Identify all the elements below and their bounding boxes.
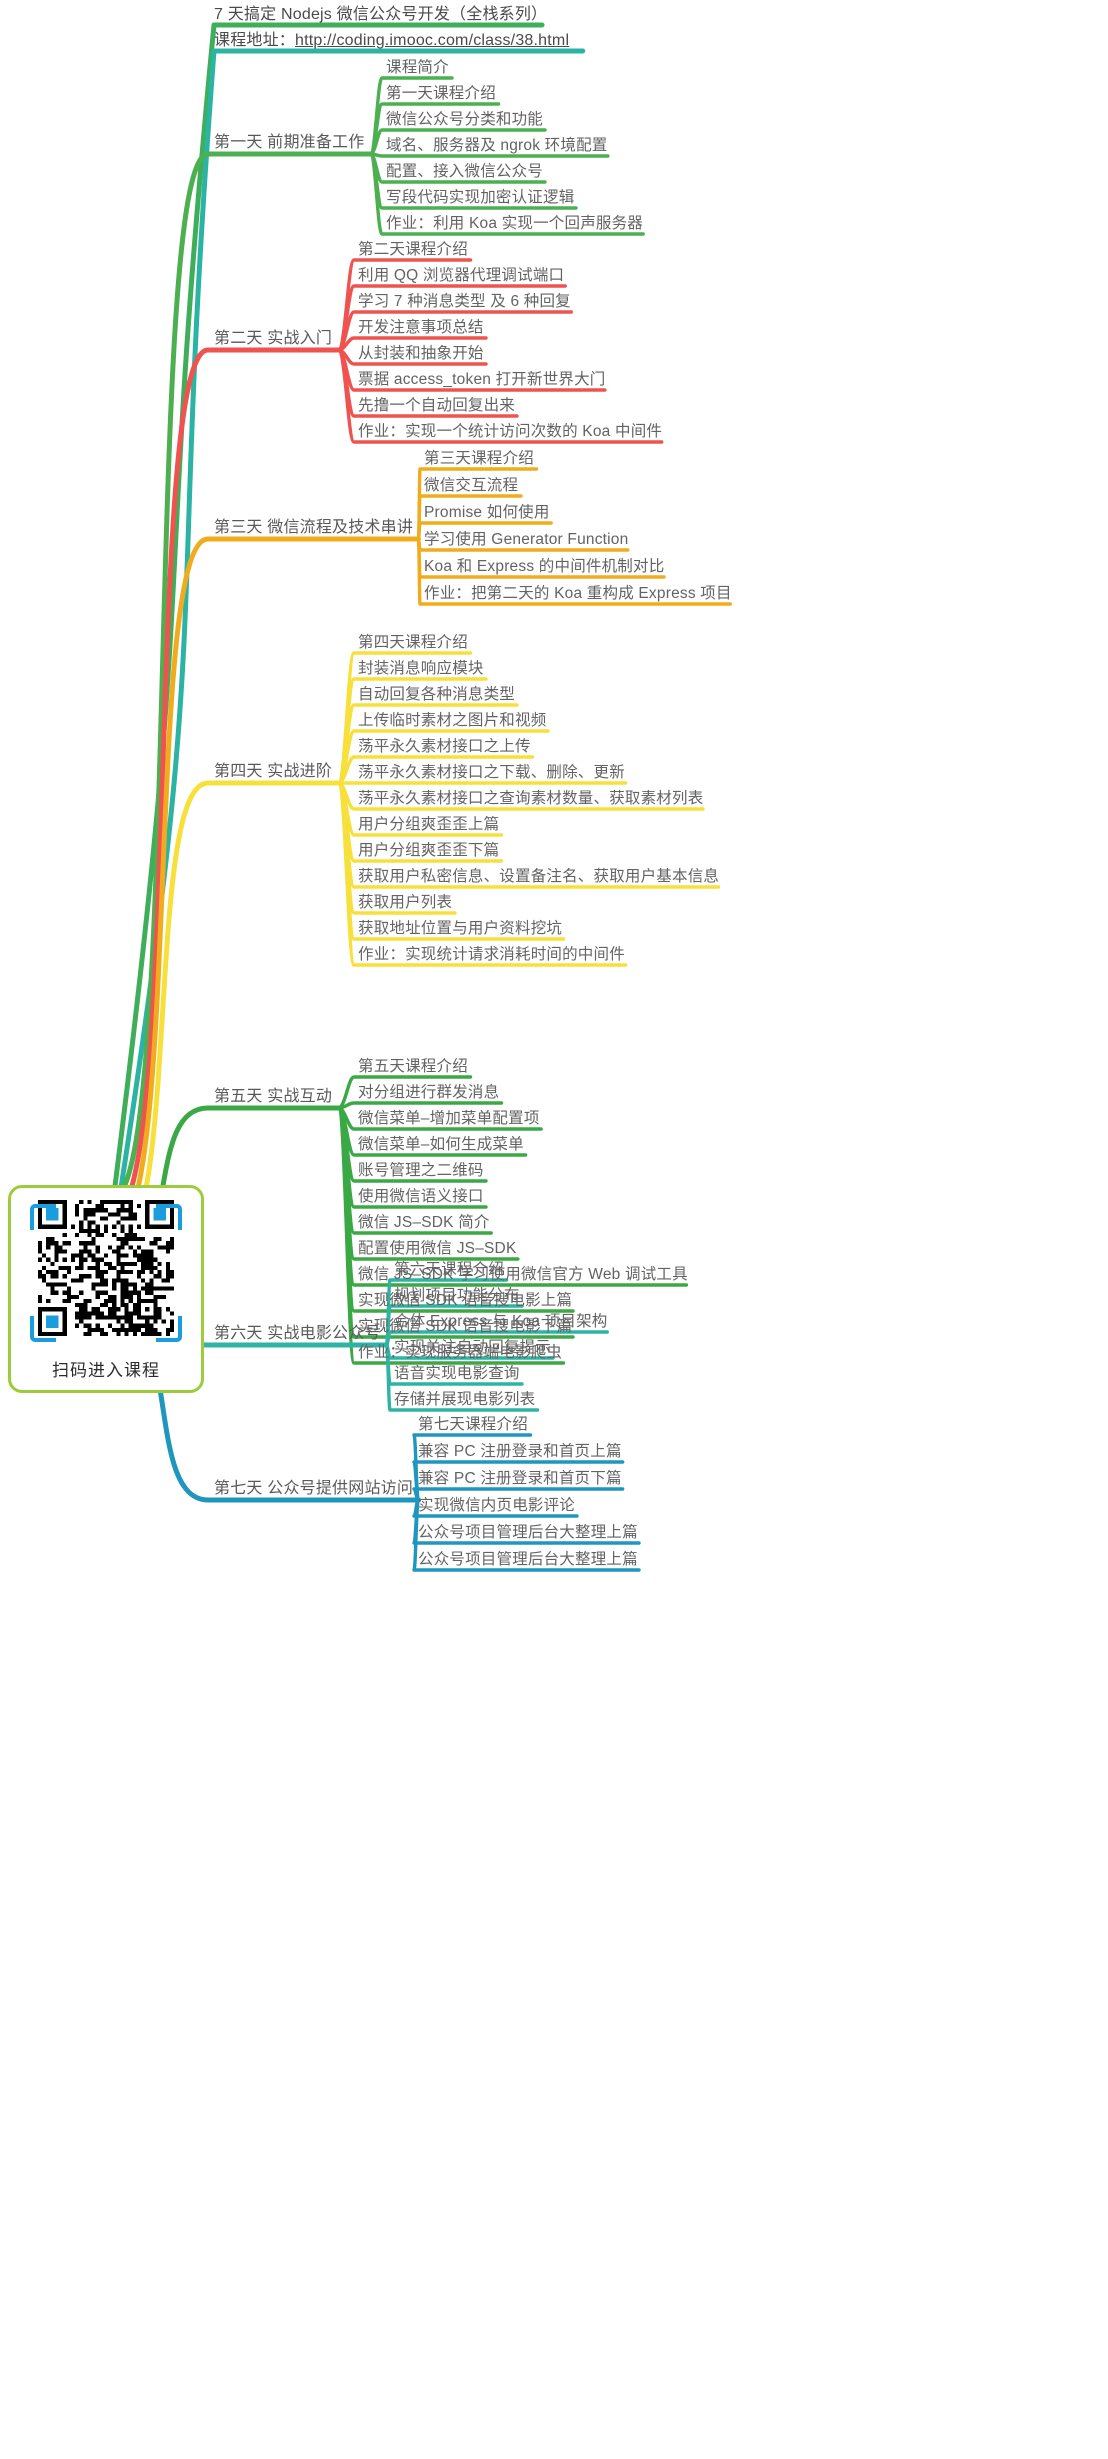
leaf-day-4-item-3[interactable]: 自动回复各种消息类型	[358, 686, 516, 703]
leaf-day-7-item-6[interactable]: 公众号项目管理后台大整理上篇	[418, 1551, 638, 1568]
leaf-day-6-item-4[interactable]: 实现关注自动回复提示	[394, 1339, 552, 1356]
leaf-day-4-item-10[interactable]: 获取用户私密信息、设置备注名、获取用户基本信息	[358, 868, 720, 885]
leaf-day-6-item-6[interactable]: 存储并展现电影列表	[394, 1391, 536, 1408]
leaf-day-4-item-7[interactable]: 荡平永久素材接口之查询素材数量、获取素材列表	[358, 790, 704, 807]
course-url-link[interactable]: http://coding.imooc.com/class/38.html	[295, 32, 570, 49]
qr-card[interactable]: 扫码进入课程	[8, 1185, 204, 1393]
leaf-day-1-item-3[interactable]: 微信公众号分类和功能	[386, 111, 544, 128]
leaf-day-7-item-1[interactable]: 第七天课程介绍	[418, 1416, 528, 1433]
leaf-day-5-item-7[interactable]: 微信 JS–SDK 简介	[358, 1214, 490, 1231]
leaf-day-3-item-3[interactable]: Promise 如何使用	[424, 504, 550, 521]
branch-label-day-7[interactable]: 第七天 公众号提供网站访问	[214, 1480, 414, 1497]
leaf-day-6-item-1[interactable]: 第六天课程介绍	[394, 1261, 504, 1278]
leaf-day-5-item-11[interactable]: 实现微信 SDK 语音搜电影下篇	[358, 1318, 573, 1335]
leaf-day-3-item-6[interactable]: 作业：把第二天的 Koa 重构成 Express 项目	[424, 585, 732, 602]
leaf-day-4-item-6[interactable]: 荡平永久素材接口之下载、删除、更新	[358, 764, 625, 781]
leaf-day-7-item-3[interactable]: 兼容 PC 注册登录和首页下篇	[418, 1470, 622, 1487]
leaf-day-3-item-5[interactable]: Koa 和 Express 的中间件机制对比	[424, 558, 665, 575]
leaf-day-6-item-3[interactable]: 合体 Express 与 Koa 项目架构	[394, 1313, 608, 1330]
qr-marker-bottom-left-icon	[30, 1316, 56, 1342]
leaf-day-5-item-8[interactable]: 配置使用微信 JS–SDK	[358, 1240, 517, 1257]
leaf-day-7-item-2[interactable]: 兼容 PC 注册登录和首页上篇	[418, 1443, 622, 1460]
leaf-day-6-item-5[interactable]: 语音实现电影查询	[394, 1365, 520, 1382]
leaf-day-4-item-4[interactable]: 上传临时素材之图片和视频	[358, 712, 547, 729]
leaf-day-2-item-7[interactable]: 先撸一个自动回复出来	[358, 397, 516, 414]
leaf-day-4-item-13[interactable]: 作业：实现统计请求消耗时间的中间件	[358, 946, 625, 963]
leaf-day-3-item-2[interactable]: 微信交互流程	[424, 477, 519, 494]
leaf-day-2-item-2[interactable]: 利用 QQ 浏览器代理调试端口	[358, 267, 565, 284]
leaf-day-5-item-6[interactable]: 使用微信语义接口	[358, 1188, 484, 1205]
branch-label-day-6[interactable]: 第六天 实战电影公众号	[214, 1325, 381, 1342]
leaf-day-1-item-7[interactable]: 作业：利用 Koa 实现一个回声服务器	[386, 215, 643, 232]
course-url-prefix: 课程地址：	[214, 32, 296, 49]
course-title: 7 天搞定 Nodejs 微信公众号开发（全栈系列）	[214, 6, 548, 23]
leaf-day-5-item-1[interactable]: 第五天课程介绍	[358, 1058, 468, 1075]
branch-label-day-5[interactable]: 第五天 实战互动	[214, 1088, 333, 1105]
leaf-day-4-item-12[interactable]: 获取地址位置与用户资料挖坑	[358, 920, 563, 937]
qr-code-image	[30, 1198, 182, 1350]
leaf-day-1-item-4[interactable]: 域名、服务器及 ngrok 环境配置	[386, 137, 608, 154]
leaf-day-7-item-4[interactable]: 实现微信内页电影评论	[418, 1497, 576, 1514]
leaf-day-4-item-5[interactable]: 荡平永久素材接口之上传	[358, 738, 531, 755]
leaf-day-2-item-1[interactable]: 第二天课程介绍	[358, 241, 468, 258]
branch-label-day-4[interactable]: 第四天 实战进阶	[214, 763, 333, 780]
qr-marker-bottom-right-icon	[156, 1316, 182, 1342]
leaf-day-2-item-6[interactable]: 票据 access_token 打开新世界大门	[358, 371, 606, 388]
branch-label-day-3[interactable]: 第三天 微信流程及技术串讲	[214, 519, 414, 536]
leaf-day-4-item-2[interactable]: 封装消息响应模块	[358, 660, 484, 677]
leaf-day-5-item-10[interactable]: 实现微信 SDK 语音搜电影上篇	[358, 1292, 573, 1309]
leaf-day-1-item-5[interactable]: 配置、接入微信公众号	[386, 163, 544, 180]
leaf-day-4-item-8[interactable]: 用户分组爽歪歪上篇	[358, 816, 500, 833]
leaf-day-3-item-1[interactable]: 第三天课程介绍	[424, 450, 534, 467]
leaf-day-1-item-1[interactable]: 课程简介	[386, 59, 449, 76]
leaf-day-5-item-2[interactable]: 对分组进行群发消息	[358, 1084, 500, 1101]
leaf-day-1-item-2[interactable]: 第一天课程介绍	[386, 85, 496, 102]
leaf-day-6-item-2[interactable]: 规划项目功能分布	[394, 1287, 520, 1304]
leaf-day-4-item-1[interactable]: 第四天课程介绍	[358, 634, 468, 651]
leaf-day-2-item-4[interactable]: 开发注意事项总结	[358, 319, 484, 336]
leaf-day-5-item-5[interactable]: 账号管理之二维码	[358, 1162, 484, 1179]
leaf-day-5-item-9[interactable]: 微信 JS–SDK 学习使用微信官方 Web 调试工具	[358, 1266, 688, 1283]
leaf-day-2-item-5[interactable]: 从封装和抽象开始	[358, 345, 484, 362]
leaf-day-5-item-3[interactable]: 微信菜单–增加菜单配置项	[358, 1110, 540, 1127]
branch-label-day-1[interactable]: 第一天 前期准备工作	[214, 134, 365, 151]
qr-caption: 扫码进入课程	[52, 1361, 160, 1380]
qr-marker-top-right-icon	[156, 1204, 182, 1230]
leaf-day-1-item-6[interactable]: 写段代码实现加密认证逻辑	[386, 189, 575, 206]
qr-marker-top-left-icon	[30, 1204, 56, 1230]
leaf-day-4-item-9[interactable]: 用户分组爽歪歪下篇	[358, 842, 500, 859]
leaf-day-5-item-12[interactable]: 作业：实现服务器端电影爬虫	[358, 1344, 563, 1361]
qr-canvas	[38, 1200, 174, 1336]
leaf-day-4-item-11[interactable]: 获取用户列表	[358, 894, 453, 911]
leaf-day-7-item-5[interactable]: 公众号项目管理后台大整理上篇	[418, 1524, 638, 1541]
leaf-day-2-item-8[interactable]: 作业：实现一个统计访问次数的 Koa 中间件	[358, 423, 663, 440]
leaf-day-3-item-4[interactable]: 学习使用 Generator Function	[424, 531, 629, 548]
course-url-node[interactable]: 课程地址：http://coding.imooc.com/class/38.ht…	[214, 32, 569, 50]
branch-label-day-2[interactable]: 第二天 实战入门	[214, 330, 333, 347]
leaf-day-5-item-4[interactable]: 微信菜单–如何生成菜单	[358, 1136, 524, 1153]
leaf-day-2-item-3[interactable]: 学习 7 种消息类型 及 6 种回复	[358, 293, 571, 310]
